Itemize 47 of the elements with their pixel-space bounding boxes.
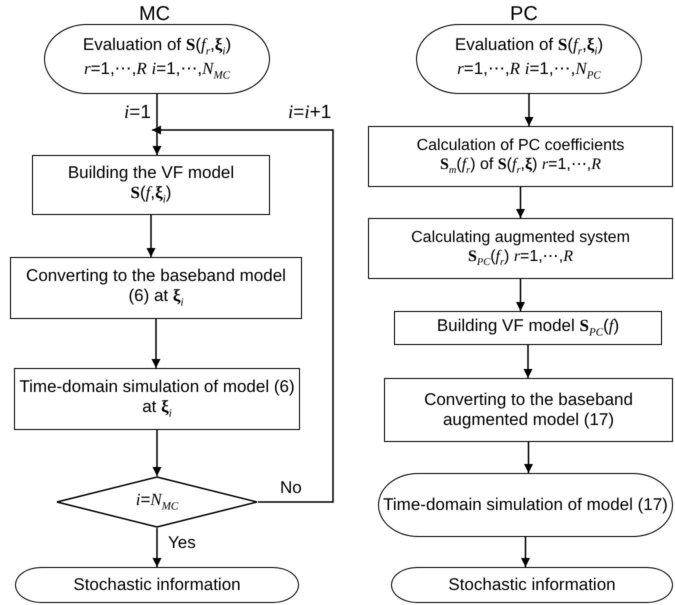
arrow — [516, 279, 525, 311]
process-box — [14, 368, 300, 430]
node-text: Stochastic information — [72, 574, 242, 596]
arrow — [152, 94, 162, 155]
node-text: S(f,ξ$_{i}$) — [130, 183, 172, 208]
column-heading: PC — [510, 3, 538, 25]
node-text: Time-domain simulation of model (17) — [382, 494, 669, 516]
node-text: r=1,⋯,R i=1,⋯,N$_{MC}$ — [82, 59, 232, 83]
arrow — [516, 187, 525, 218]
node-text: Building VF model S$_{PC}$(f) — [436, 316, 620, 340]
node-text: r=1,⋯,R i=1,⋯,N$_{PC}$ — [456, 59, 602, 83]
node-text: Calculating augmented system — [410, 228, 631, 247]
column-heading: MC — [139, 3, 170, 25]
arrow — [152, 126, 334, 503]
node-text: Converting to the baseband augmented model (17) — [423, 390, 634, 430]
arrow — [146, 215, 156, 257]
arrow — [521, 537, 530, 567]
arrow — [524, 345, 532, 378]
arrow — [524, 94, 534, 126]
node-text: Evaluation of S(f$_{r}$,ξ$_{i}$) — [82, 35, 232, 59]
decision-diamond — [56, 476, 258, 528]
loop-annotation: i=i+1 — [288, 103, 332, 124]
terminal-node — [15, 567, 299, 603]
node-text: Converting to the baseband model (6) at ξ$_{i}$ — [25, 266, 287, 310]
node-text: Time-domain simulation of model (6) at ξ$_{i}$ — [18, 376, 296, 422]
process-box — [32, 155, 270, 215]
process-box — [368, 218, 673, 279]
terminal-node — [378, 473, 673, 537]
arrow — [152, 319, 160, 368]
terminal-node — [391, 567, 673, 603]
process-box — [368, 126, 673, 187]
node-text: Stochastic information — [447, 574, 617, 596]
arrow — [152, 430, 162, 476]
node-text: Calculation of PC coefficients — [416, 136, 626, 155]
node-text: S$_{m}$(f$_{r}$) of S(f$_{r}$,ξ) r=1,⋯,R — [438, 154, 602, 178]
node-text: Evaluation of S(f$_{r}$,ξ$_{i}$) — [454, 35, 604, 59]
arrow — [152, 528, 162, 567]
process-box — [10, 257, 302, 319]
terminal-node — [416, 24, 642, 94]
node-text: i=N$_{MC}$ — [134, 490, 180, 514]
process-box — [384, 378, 673, 442]
loop-annotation: i=1 — [124, 103, 151, 124]
process-box — [394, 311, 662, 345]
node-text: Building the VF model — [66, 162, 236, 184]
node-text: S$_{PC}$(f$_{r}$) r=1,⋯,R — [467, 246, 574, 270]
terminal-node — [44, 24, 270, 94]
arrow — [524, 442, 533, 473]
